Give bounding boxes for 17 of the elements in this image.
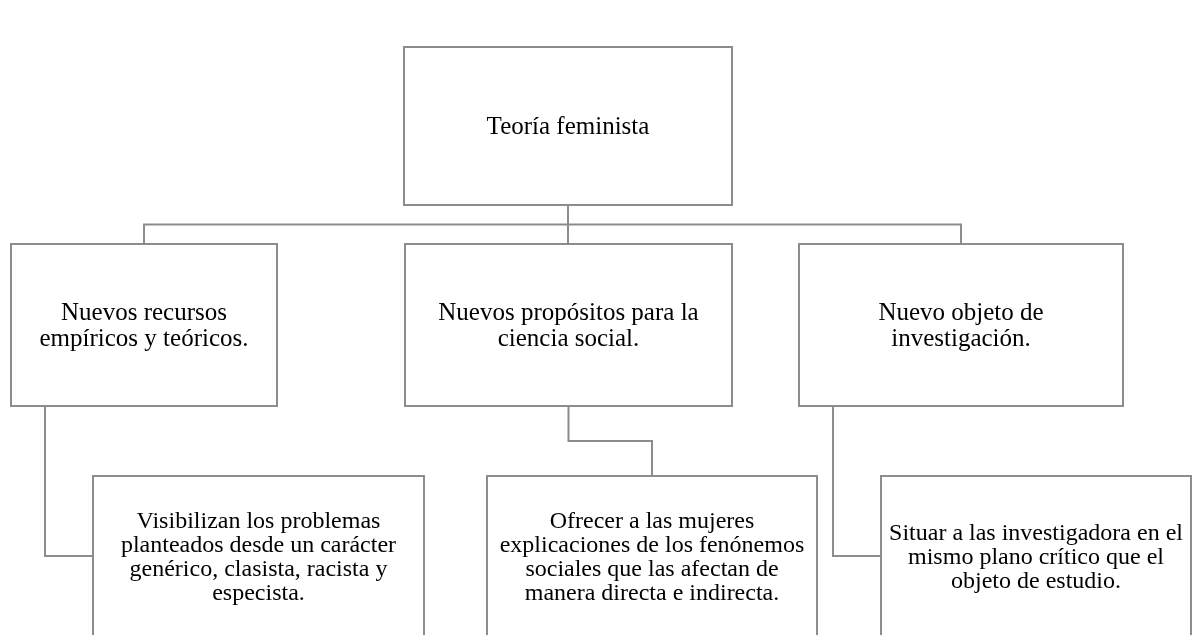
text-box [798,243,1124,407]
text-box [486,475,818,635]
text-box [404,243,733,407]
text-box [10,243,278,407]
text-box [880,475,1192,635]
box-text: Teoría feminista [486,112,650,140]
box-text: Visibilizan los problemas planteados desde un carácter genérico, clasista, racista y especista. [119,508,398,604]
box-text: Nuevos recursos empíricos y teóricos. [38,298,250,352]
box-text: Nuevos propósitos para la ciencia social. [437,298,700,352]
box-text: Nuevo objeto de investigación. [877,298,1045,352]
text-box [92,475,425,635]
connector-line [44,406,93,557]
text-box [403,46,733,206]
box-text: Situar a las investigadora en el mismo plano crítico que el objeto de estudio. [888,520,1184,592]
connector-line [832,406,881,557]
connector-line [567,406,653,476]
box-text: Ofrecer a las mujeres explicaciones de los fenónemos sociales que las afectan de manera directa e indirecta. [498,508,806,604]
